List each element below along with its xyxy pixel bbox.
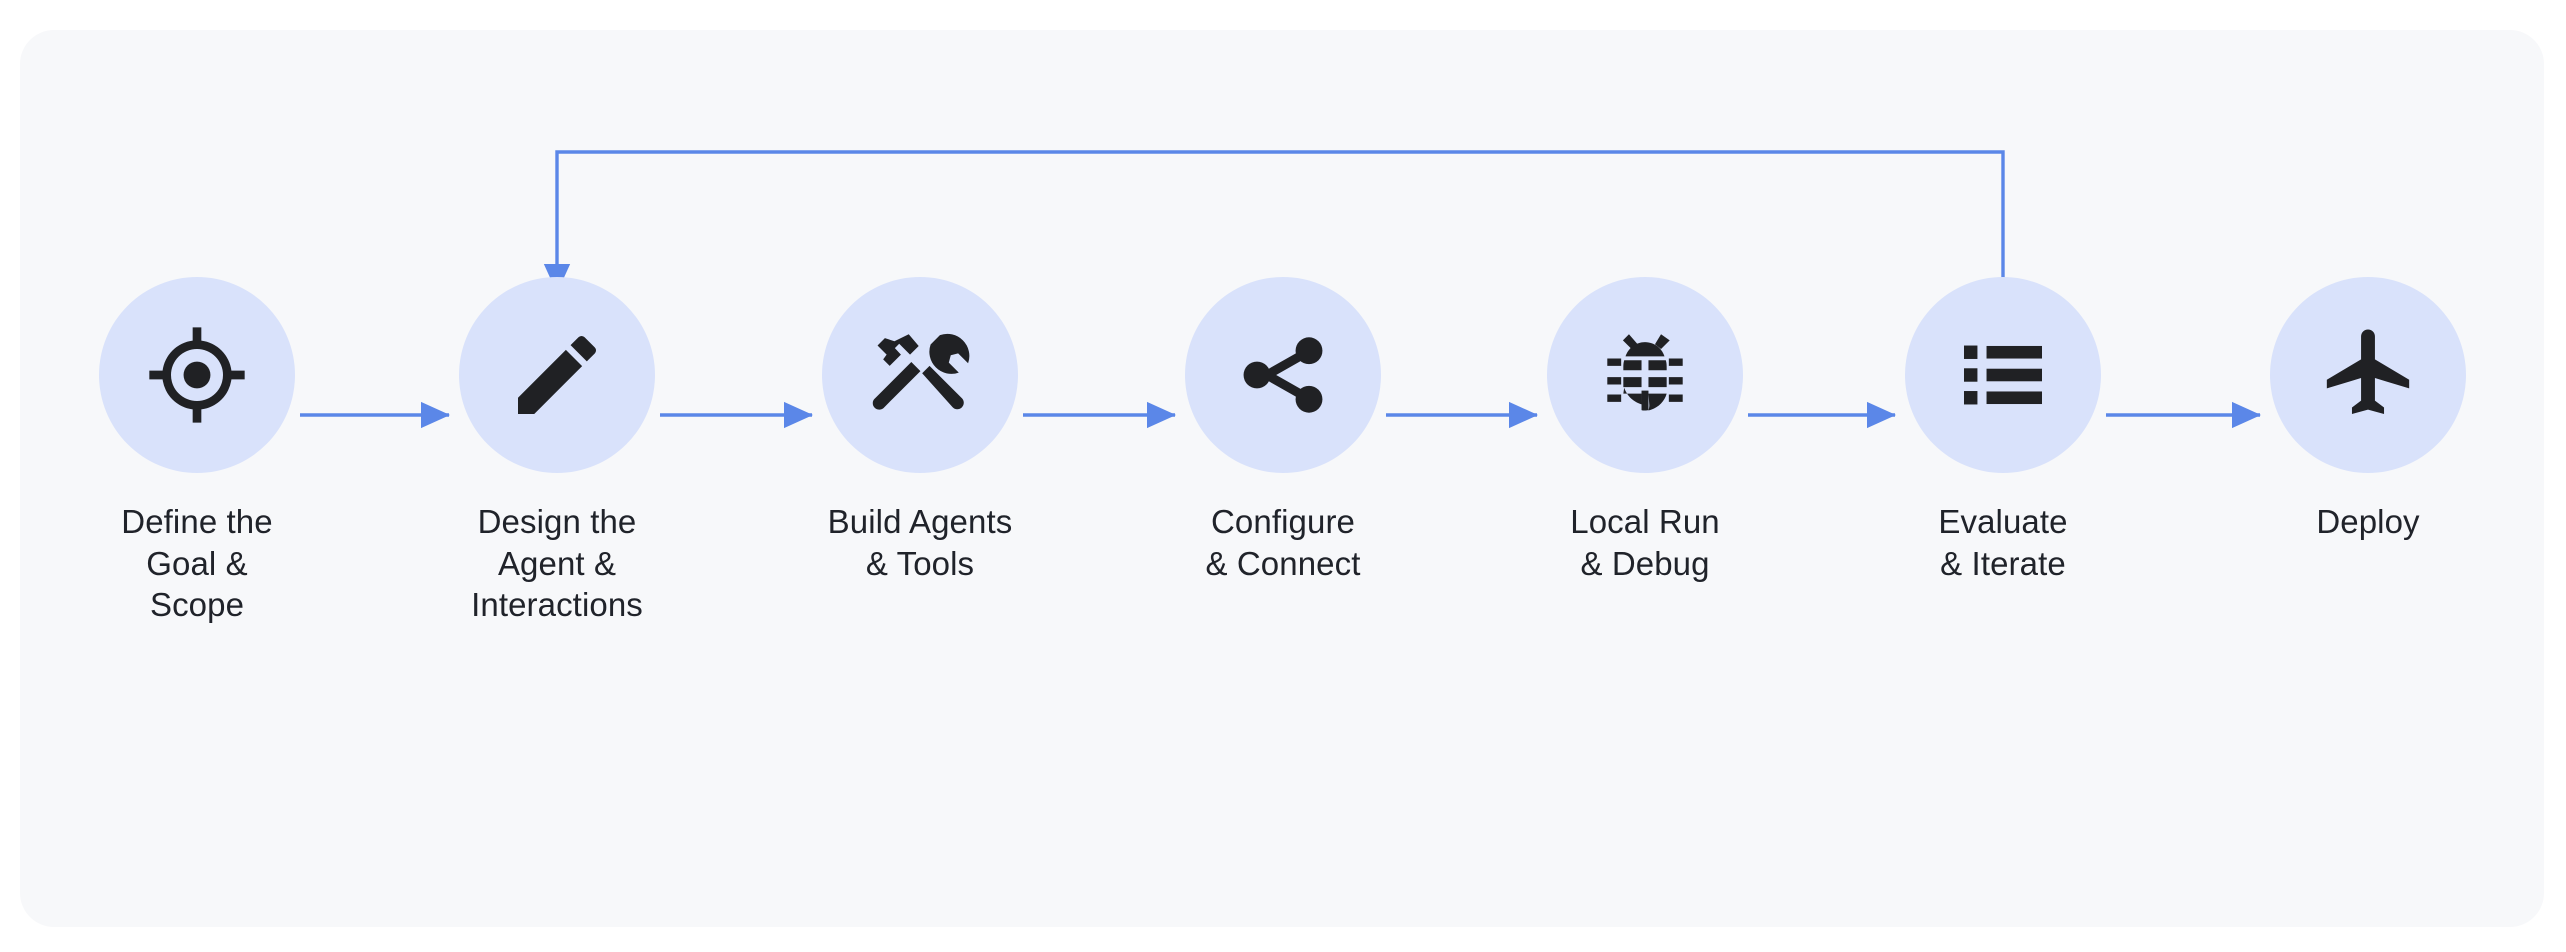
step-label: Define the Goal & Scope [121,503,273,624]
step-local-run-debug[interactable]: Local Run & Debug [1495,277,1795,584]
step-deploy[interactable]: Deploy [2218,277,2518,543]
share-nodes-icon [1231,323,1335,427]
pencil-icon [505,323,609,427]
diagram-card [20,30,2544,927]
target-icon [145,323,249,427]
bug-icon [1593,323,1697,427]
step-icon-circle[interactable] [822,277,1018,473]
checklist-icon [1951,323,2055,427]
feedback-loop-connector [543,150,2005,317]
airplane-icon [2316,323,2420,427]
step-label: Configure & Connect [1205,503,1361,582]
step-label: Local Run & Debug [1570,503,1720,582]
step-define-the-goal-scope[interactable]: Define the Goal & Scope [47,277,347,626]
step-icon-circle[interactable] [1185,277,1381,473]
step-label: Deploy [2316,503,2420,540]
step-icon-circle[interactable] [1905,277,2101,473]
step-icon-circle[interactable] [1547,277,1743,473]
step-configure-connect[interactable]: Configure & Connect [1133,277,1433,584]
step-icon-circle[interactable] [99,277,295,473]
hammer-wrench-icon [868,323,972,427]
step-icon-circle[interactable] [459,277,655,473]
step-label: Design the Agent & Interactions [471,503,643,624]
step-design-the-agent-interactions[interactable]: Design the Agent & Interactions [407,277,707,626]
step-build-agents-tools[interactable]: Build Agents & Tools [770,277,1070,584]
step-label: Evaluate & Iterate [1938,503,2068,582]
step-evaluate-iterate[interactable]: Evaluate & Iterate [1853,277,2153,584]
step-label: Build Agents & Tools [827,503,1013,582]
step-icon-circle[interactable] [2270,277,2466,473]
